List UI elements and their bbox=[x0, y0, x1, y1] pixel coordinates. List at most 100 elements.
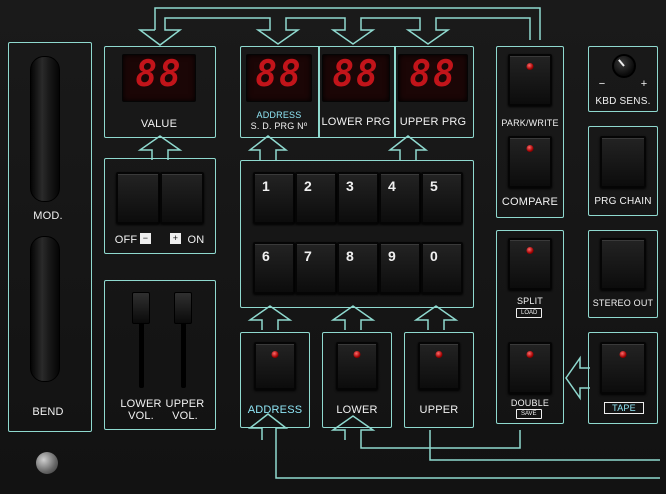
numpad-key-0[interactable]: 0 bbox=[421, 242, 463, 294]
numpad-key-8[interactable]: 8 bbox=[337, 242, 379, 294]
lower-volume-track bbox=[132, 292, 150, 388]
lower-button[interactable] bbox=[336, 342, 378, 390]
numpad-key-5[interactable]: 5 bbox=[421, 172, 463, 224]
address-display-label: ADDRESS bbox=[256, 110, 302, 120]
display-divider bbox=[318, 46, 320, 138]
split-label: SPLIT bbox=[516, 296, 543, 306]
minus-icon: − bbox=[140, 233, 151, 244]
stereo-out-label: STEREO OUT bbox=[592, 298, 654, 308]
stereo-out-button[interactable] bbox=[600, 238, 646, 290]
numpad-key-label: 9 bbox=[388, 248, 396, 264]
numpad-key-7[interactable]: 7 bbox=[295, 242, 337, 294]
numpad-key-label: 0 bbox=[430, 248, 438, 264]
lower-volume-slider[interactable] bbox=[132, 292, 150, 324]
lower-prg-label: LOWER PRG bbox=[321, 116, 391, 128]
address-select-section bbox=[240, 332, 310, 428]
numpad-key-3[interactable]: 3 bbox=[337, 172, 379, 224]
prg-chain-section bbox=[588, 126, 658, 216]
save-tag: SAVE bbox=[516, 409, 542, 419]
prg-chain-label: PRG CHAIN bbox=[594, 196, 652, 207]
upper-select-section bbox=[404, 332, 474, 428]
value-label: VALUE bbox=[140, 118, 178, 130]
address-button-label: ADDRESS bbox=[247, 404, 303, 416]
numpad-key-label: 3 bbox=[346, 178, 354, 194]
split-double-section bbox=[496, 230, 564, 424]
mod-label: MOD. bbox=[33, 210, 63, 222]
upper-volume-track bbox=[174, 292, 192, 388]
plus-icon: + bbox=[170, 233, 181, 244]
kbd-plus-label: + bbox=[640, 78, 648, 90]
bend-label: BEND bbox=[32, 406, 64, 418]
split-led bbox=[526, 247, 534, 254]
display-divider bbox=[394, 46, 396, 138]
numpad-key-6[interactable]: 6 bbox=[253, 242, 295, 294]
tape-section bbox=[588, 332, 658, 424]
numpad-key-9[interactable]: 9 bbox=[379, 242, 421, 294]
tape-button[interactable] bbox=[600, 342, 646, 394]
kbd-sens-knob[interactable] bbox=[612, 54, 636, 78]
tape-label: TAPE bbox=[604, 402, 644, 414]
upper-button[interactable] bbox=[418, 342, 460, 390]
modulation-wheel[interactable] bbox=[30, 56, 60, 202]
numpad-key-label: 4 bbox=[388, 178, 396, 194]
compare-label: COMPARE bbox=[501, 196, 559, 208]
upper-vol-label-2: VOL. bbox=[172, 410, 198, 422]
numpad-key-label: 6 bbox=[262, 248, 270, 264]
lower-program-display: 88 bbox=[322, 54, 390, 102]
numpad-key-label: 2 bbox=[304, 178, 312, 194]
wheels-section bbox=[8, 42, 92, 432]
decrement-button[interactable] bbox=[116, 172, 160, 224]
value-display: 88 bbox=[122, 54, 196, 102]
compare-led bbox=[526, 145, 534, 152]
numpad-key-label: 1 bbox=[262, 178, 270, 194]
stereo-out-section bbox=[588, 230, 658, 318]
upper-prg-label: UPPER PRG bbox=[399, 116, 467, 128]
numpad-key-1[interactable]: 1 bbox=[253, 172, 295, 224]
knob-indicator bbox=[618, 59, 625, 67]
numpad-key-2[interactable]: 2 bbox=[295, 172, 337, 224]
address-button[interactable] bbox=[254, 342, 296, 390]
lower-led bbox=[353, 351, 361, 358]
lower-select-section bbox=[322, 332, 392, 428]
on-label: ON bbox=[187, 234, 205, 246]
kbd-sens-section bbox=[588, 46, 658, 112]
upper-volume-slider[interactable] bbox=[174, 292, 192, 324]
value-step-section bbox=[104, 158, 216, 254]
lower-button-label: LOWER bbox=[336, 404, 378, 416]
kbd-sens-label: KBD SENS. bbox=[595, 96, 651, 107]
numpad-key-4[interactable]: 4 bbox=[379, 172, 421, 224]
pitch-bend-wheel[interactable] bbox=[30, 236, 60, 382]
kbd-minus-label: − bbox=[598, 78, 606, 90]
lower-vol-label-1: LOWER bbox=[120, 398, 162, 410]
off-label: OFF bbox=[114, 234, 138, 246]
address-display: 88 bbox=[246, 54, 312, 102]
park-write-label: PARK/WRITE bbox=[501, 118, 559, 128]
prg-chain-button[interactable] bbox=[600, 136, 646, 188]
numpad-section bbox=[240, 160, 474, 308]
numpad-key-label: 7 bbox=[304, 248, 312, 264]
double-led bbox=[526, 351, 534, 358]
park-write-button[interactable] bbox=[508, 54, 552, 106]
lower-vol-label-2: VOL. bbox=[128, 410, 154, 422]
tape-led bbox=[619, 351, 627, 358]
double-label: DOUBLE bbox=[510, 398, 550, 408]
numpad-key-label: 5 bbox=[430, 178, 438, 194]
compare-button[interactable] bbox=[508, 136, 552, 188]
address-display-sublabel: S. D. PRG Nº bbox=[250, 121, 308, 131]
park-write-led bbox=[526, 63, 534, 70]
increment-button[interactable] bbox=[160, 172, 204, 224]
split-button[interactable] bbox=[508, 238, 552, 290]
upper-led bbox=[435, 351, 443, 358]
address-led bbox=[271, 351, 279, 358]
double-button[interactable] bbox=[508, 342, 552, 394]
volume-sliders-section bbox=[104, 280, 216, 430]
load-tag: LOAD bbox=[516, 308, 543, 318]
upper-vol-label-1: UPPER bbox=[165, 398, 205, 410]
program-displays-section bbox=[240, 46, 474, 138]
value-display-section bbox=[104, 46, 216, 138]
panel-screw bbox=[36, 452, 58, 474]
park-compare-section bbox=[496, 46, 564, 218]
numpad-key-label: 8 bbox=[346, 248, 354, 264]
upper-button-label: UPPER bbox=[419, 404, 459, 416]
